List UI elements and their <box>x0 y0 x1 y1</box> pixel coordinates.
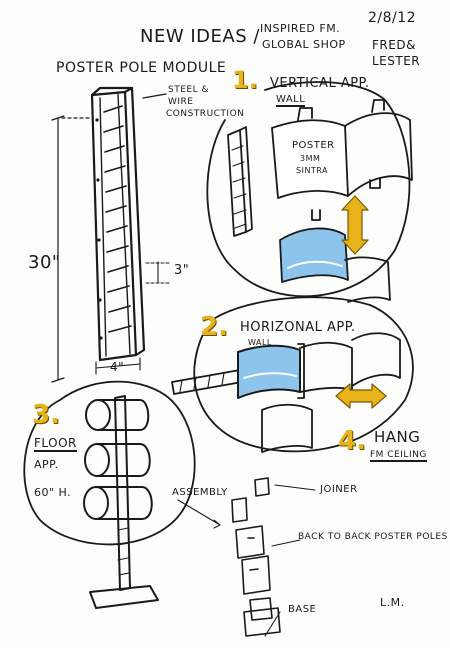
poster-label-line3: SINTRA <box>296 166 329 175</box>
back-to-back-label: BACK TO BACK POSTER POLES <box>298 532 448 542</box>
blue-poster-panel-2 <box>237 344 301 399</box>
header-title: NEW IDEAS / <box>140 26 260 47</box>
floor-standing-unit <box>83 395 159 609</box>
idea-3-extra: 60" H. <box>34 486 72 499</box>
idea-3-number: 3. <box>32 400 60 430</box>
circle-horizontal <box>193 296 414 453</box>
spacing-dimension <box>145 261 171 284</box>
assembly-title: ASSEMBLY <box>172 487 228 498</box>
base-label: BASE <box>288 604 317 615</box>
module-note-line1: STEEL & <box>168 85 209 95</box>
idea-4-number: 4. <box>338 426 366 456</box>
circle-floor <box>23 380 196 546</box>
idea-4-subtitle: FM CEILING <box>370 450 427 462</box>
yellow-arrow-horizontal <box>335 383 387 409</box>
height-dimension <box>51 115 93 383</box>
idea-1-number: 1. <box>232 66 258 94</box>
idea-1-title: VERTICAL APP. <box>270 76 370 91</box>
width-dimension <box>95 357 141 375</box>
idea-2-title: HORIZONAL APP. <box>240 320 356 335</box>
blue-poster-panel-1 <box>279 227 349 283</box>
header-subtitle-line1: INSPIRED FM. <box>260 22 341 35</box>
yellow-arrow-vertical <box>341 195 369 255</box>
width-dimension-label: 4" <box>110 360 125 374</box>
idea-3-subtitle: APP. <box>34 458 59 471</box>
poster-label-line1: POSTER <box>292 140 335 151</box>
pole-holes <box>95 118 103 340</box>
assembly-exploded <box>177 477 316 637</box>
module-note-line2: WIRE <box>168 97 194 107</box>
pole-wire-rungs <box>103 105 132 333</box>
idea-4-title: HANG <box>374 428 421 446</box>
header-author-line1: FRED& <box>372 38 416 52</box>
idea-3-title: FLOOR <box>34 436 77 452</box>
idea-2-subtitle: WALL <box>248 338 272 347</box>
signature: L.M. <box>380 596 405 609</box>
small-vertical-pole <box>227 126 253 237</box>
horizontal-pole <box>171 369 243 395</box>
header-subtitle-line2: GLOBAL SHOP <box>262 38 346 51</box>
height-dimension-label: 30" <box>28 252 61 273</box>
module-note-line3: CONSTRUCTION <box>166 109 245 119</box>
spacing-dimension-label: 3" <box>174 263 190 278</box>
idea-1-subtitle: WALL <box>276 94 306 107</box>
poster-pole-module <box>90 86 146 362</box>
joiner-label: JOINER <box>320 484 358 495</box>
header-date: 2/8/12 <box>368 10 417 26</box>
header-author-line2: LESTER <box>372 54 421 68</box>
idea-2-number: 2. <box>200 312 228 342</box>
circle-vertical <box>206 81 411 297</box>
poster-label-line2: 3MM <box>300 154 321 163</box>
module-title: POSTER POLE MODULE <box>56 60 227 76</box>
